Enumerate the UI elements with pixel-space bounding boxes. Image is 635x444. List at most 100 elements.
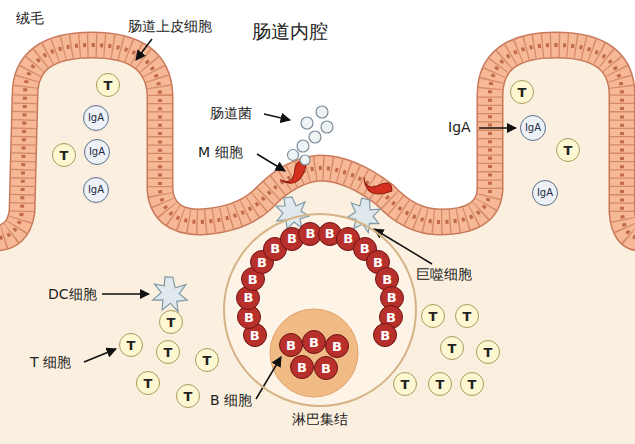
illustration-part [359, 171, 394, 201]
part-label: 绒毛 [16, 10, 44, 27]
cell-letter: T [144, 377, 153, 390]
part-label: 巨噬细胞 [416, 266, 472, 283]
cell-letter: T [518, 86, 527, 99]
cell-letter: B [332, 340, 342, 353]
b-cell: B [325, 334, 349, 358]
t-cell: T [136, 371, 160, 395]
cell-letter: T [401, 378, 410, 391]
cell-letter: B [309, 336, 319, 349]
cell-letter: B [325, 227, 335, 240]
illustration-part [0, 45, 635, 238]
t-cell: T [421, 304, 445, 328]
cell-letter: T [484, 346, 493, 359]
cell-letter: B [257, 256, 267, 269]
t-cell: T [476, 340, 500, 364]
b-cell: B [314, 356, 338, 380]
cell-letter: B [287, 232, 297, 245]
part-label: 肠道上皮细胞 [128, 18, 212, 35]
cell-letter: T [104, 79, 113, 92]
t-cell: T [156, 340, 180, 364]
cell-letter: T [429, 310, 438, 323]
illustration-part [297, 140, 309, 152]
t-cell: T [119, 333, 143, 357]
b-cell: B [290, 355, 314, 379]
illustration-part [300, 155, 310, 165]
part-label: 肠道内腔 [252, 20, 328, 43]
illustration-part [309, 131, 321, 143]
t-cell: T [440, 336, 464, 360]
illustration-part [102, 293, 149, 295]
cell-letter: IgA [88, 113, 104, 123]
cell-letter: T [164, 346, 173, 359]
lymphoid-follicle: 淋巴集结BBBBBBBBBBBBBBBBBBBBB [223, 213, 417, 407]
cell-letter: T [564, 144, 573, 157]
illustration-part [288, 150, 299, 161]
cell-letter: B [373, 256, 383, 269]
part-label: B 细胞 [210, 392, 252, 409]
cell-letter: T [448, 342, 457, 355]
part-label: 肠道菌 [210, 105, 252, 122]
follicle-label: 淋巴集结 [292, 412, 348, 426]
illustration-part [84, 349, 116, 362]
follicle [224, 214, 416, 406]
iga-molecule: IgA [83, 105, 109, 131]
illustration-part [0, 45, 635, 238]
t-cell: T [96, 73, 120, 97]
iga-molecule: IgA [84, 139, 110, 165]
cell-letter: B [270, 242, 280, 255]
bacteria [288, 106, 334, 165]
t-cell: T [52, 143, 76, 167]
part-label: DC细胞 [48, 286, 97, 303]
dc-cell [150, 274, 190, 314]
part-label: M 细胞 [198, 144, 243, 161]
t-cell: T [393, 372, 417, 396]
cell-letter: B [243, 291, 253, 304]
illustration-part [256, 357, 281, 399]
cell-letter: IgA [525, 123, 541, 133]
illustration-part [301, 117, 313, 129]
cell-letter: B [382, 273, 392, 286]
b-cell: B [302, 330, 326, 354]
cell-letter: T [167, 316, 176, 329]
iga-molecule: IgA [83, 177, 109, 203]
cell-letter: T [463, 310, 472, 323]
cell-letter: T [203, 354, 212, 367]
cell-letter: B [387, 291, 397, 304]
illustration-part [264, 114, 290, 120]
cell-letter: B [305, 227, 315, 240]
t-cell: T [510, 80, 534, 104]
cell-letter: T [436, 378, 445, 391]
part-label: IgA [448, 119, 471, 136]
iga-molecule: IgA [532, 180, 558, 206]
epithelium [0, 45, 635, 238]
cell-letter: B [297, 361, 307, 374]
cell-letter: B [244, 311, 254, 324]
leader-line [84, 39, 516, 399]
cell-letter: B [343, 232, 353, 245]
part-label: T 细胞 [30, 354, 71, 371]
t-cell: T [159, 310, 183, 334]
cell-letter: B [380, 329, 390, 342]
t-cell: T [428, 372, 452, 396]
m-cell [277, 159, 395, 201]
cell-letter: T [127, 339, 136, 352]
cell-letter: T [60, 149, 69, 162]
illustration-part [0, 45, 635, 238]
cell-letter: B [321, 362, 331, 375]
cell-letter: B [286, 339, 296, 352]
illustration-part [136, 39, 152, 60]
t-cell: T [556, 138, 580, 162]
germinal-center [270, 309, 358, 397]
cell-letter: IgA [88, 185, 104, 195]
t-cell: T [195, 348, 219, 372]
cell-letter: B [248, 273, 258, 286]
cell-letter: T [184, 390, 193, 403]
cell-letter: IgA [537, 188, 553, 198]
cell-letter: B [386, 311, 396, 324]
illustration-part [321, 121, 333, 133]
cell-letter: B [250, 329, 260, 342]
illustration-part [0, 45, 635, 238]
illustration-part [316, 106, 328, 118]
